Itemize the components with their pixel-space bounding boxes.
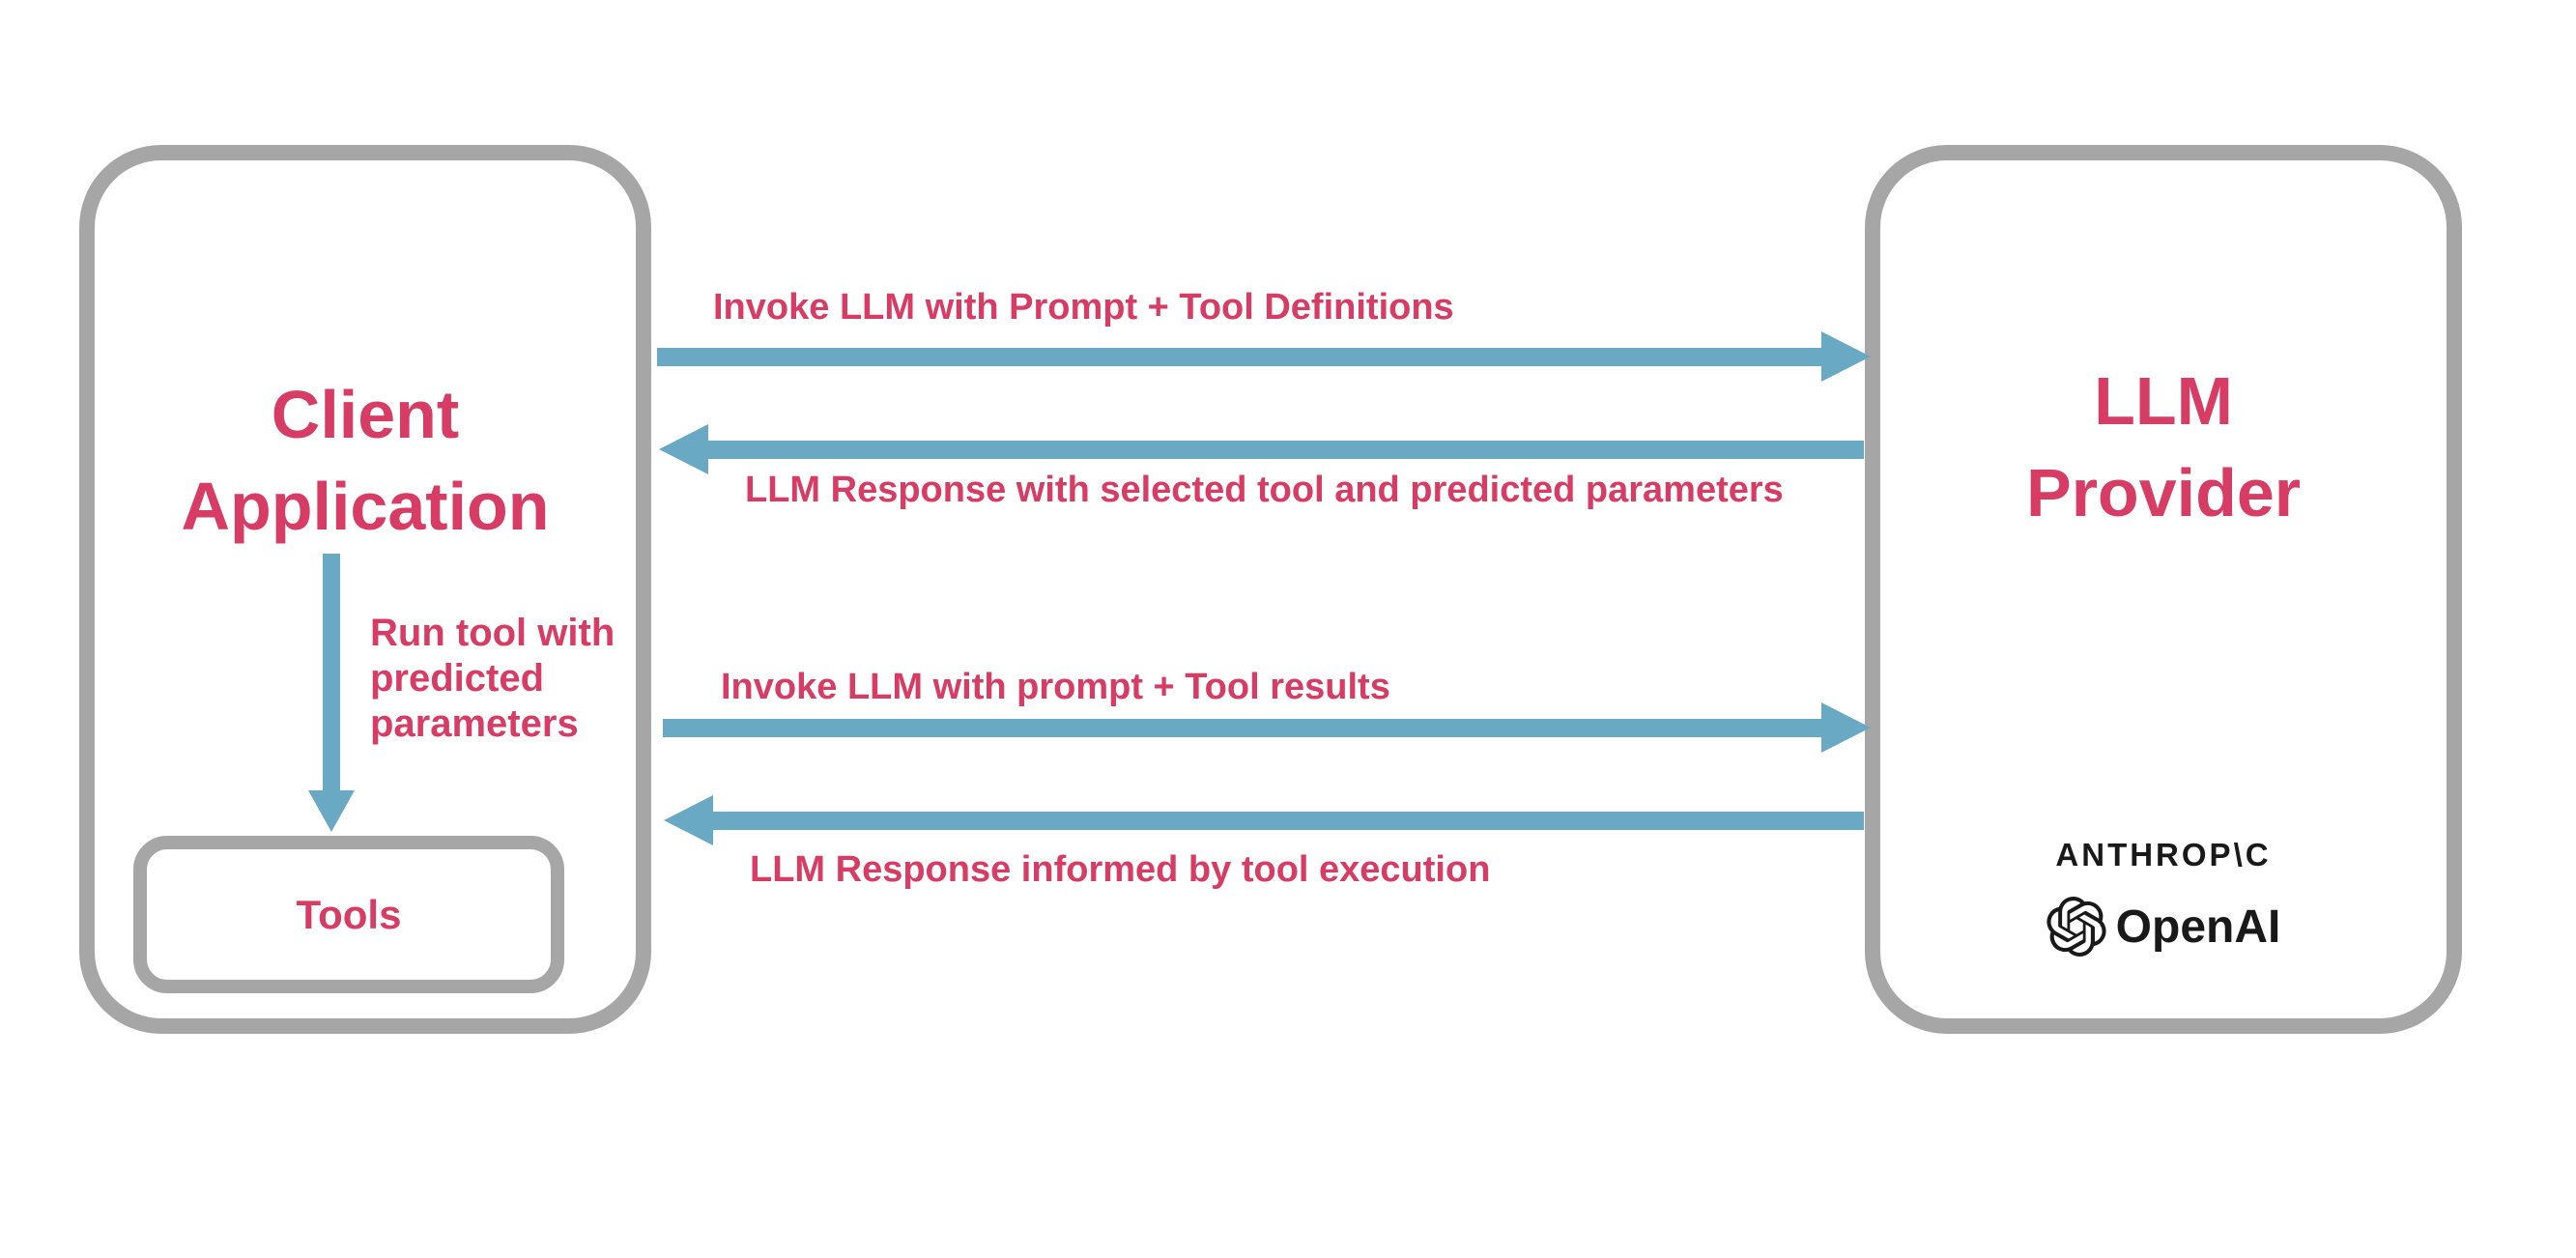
invoke-definitions-arrow-shaft	[657, 348, 1821, 366]
run-tool-label-line3: parameters	[370, 702, 579, 745]
invoke-results-arrowhead-icon	[1821, 702, 1871, 753]
response-informed-label: LLM Response informed by tool execution	[750, 849, 1491, 890]
llm-provider-title: LLM Provider	[1880, 356, 2447, 539]
run-tool-arrowhead-icon	[308, 790, 355, 832]
invoke-definitions-label: Invoke LLM with Prompt + Tool Definition…	[713, 287, 1454, 328]
anthropic-wordmark: ANTHROP\C	[2055, 837, 2272, 872]
response-informed-arrowhead-icon	[664, 795, 713, 845]
tools-label: Tools	[296, 891, 402, 937]
run-tool-label-line1: Run tool with	[370, 612, 615, 654]
invoke-definitions-arrowhead-icon	[1821, 331, 1871, 382]
provider-title-line2: Provider	[2026, 455, 2301, 530]
client-application-box: Client Application Tools	[79, 145, 651, 1034]
openai-wordmark: OpenAI	[2115, 901, 2281, 953]
openai-logo: OpenAI	[1880, 897, 2447, 957]
openai-icon	[2046, 897, 2106, 957]
response-informed-arrow-shaft	[713, 812, 1864, 830]
client-application-title: Client Application	[95, 369, 636, 553]
run-tool-label-line2: predicted	[370, 657, 545, 700]
response-selected-tool-label: LLM Response with selected tool and pred…	[745, 470, 1784, 510]
llm-provider-box: LLM Provider ANTHROP\C OpenAI	[1865, 145, 2462, 1034]
client-title-line2: Application	[181, 469, 550, 544]
client-title-line1: Client	[271, 377, 460, 452]
tools-box: Tools	[133, 836, 564, 993]
response-selected-tool-arrowhead-icon	[659, 424, 708, 474]
run-tool-label: Run tool with predicted parameters	[370, 611, 615, 747]
provider-title-line1: LLM	[2094, 363, 2233, 439]
run-tool-arrow-shaft	[323, 554, 340, 790]
response-selected-tool-arrow-shaft	[708, 441, 1864, 459]
invoke-results-label: Invoke LLM with prompt + Tool results	[721, 667, 1390, 707]
invoke-results-arrow-shaft	[663, 719, 1821, 737]
